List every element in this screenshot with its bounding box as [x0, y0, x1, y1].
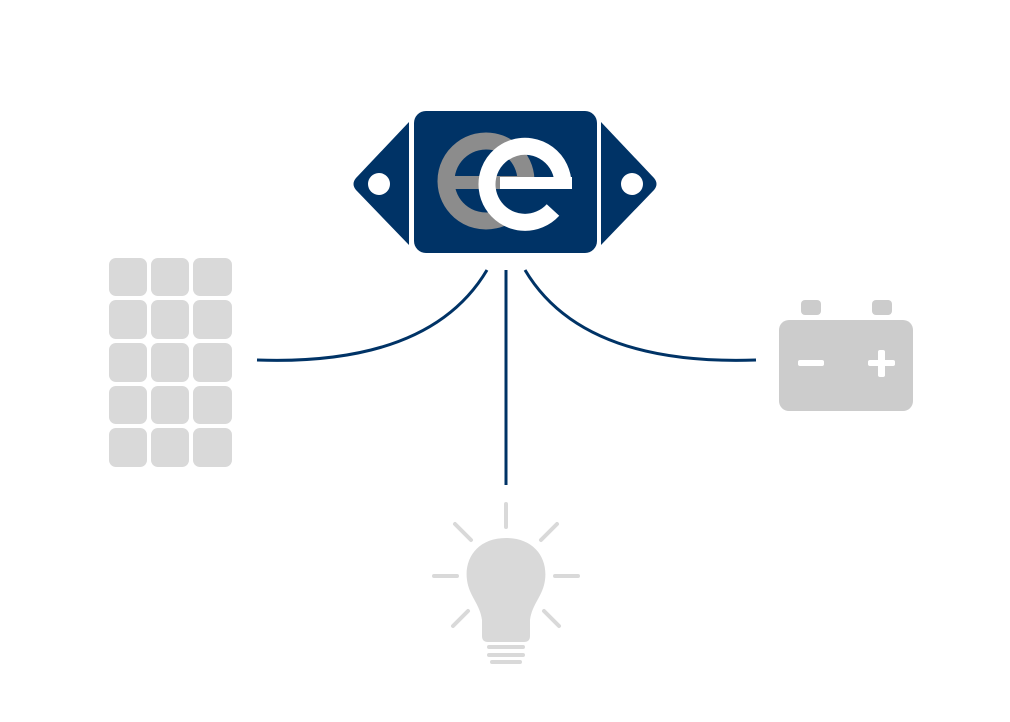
- ee-logo-controller-icon: [353, 111, 657, 253]
- right-mount-hole: [621, 173, 643, 195]
- left-mount-hole: [368, 173, 390, 195]
- connector-solar: [256, 269, 489, 362]
- minus-sign: [798, 360, 824, 366]
- white-e-letter: [478, 137, 574, 231]
- battery-icon: [779, 300, 913, 411]
- solar-panel-icon: [109, 258, 232, 467]
- connector-battery: [523, 269, 757, 362]
- light-bulb-icon: [432, 502, 580, 664]
